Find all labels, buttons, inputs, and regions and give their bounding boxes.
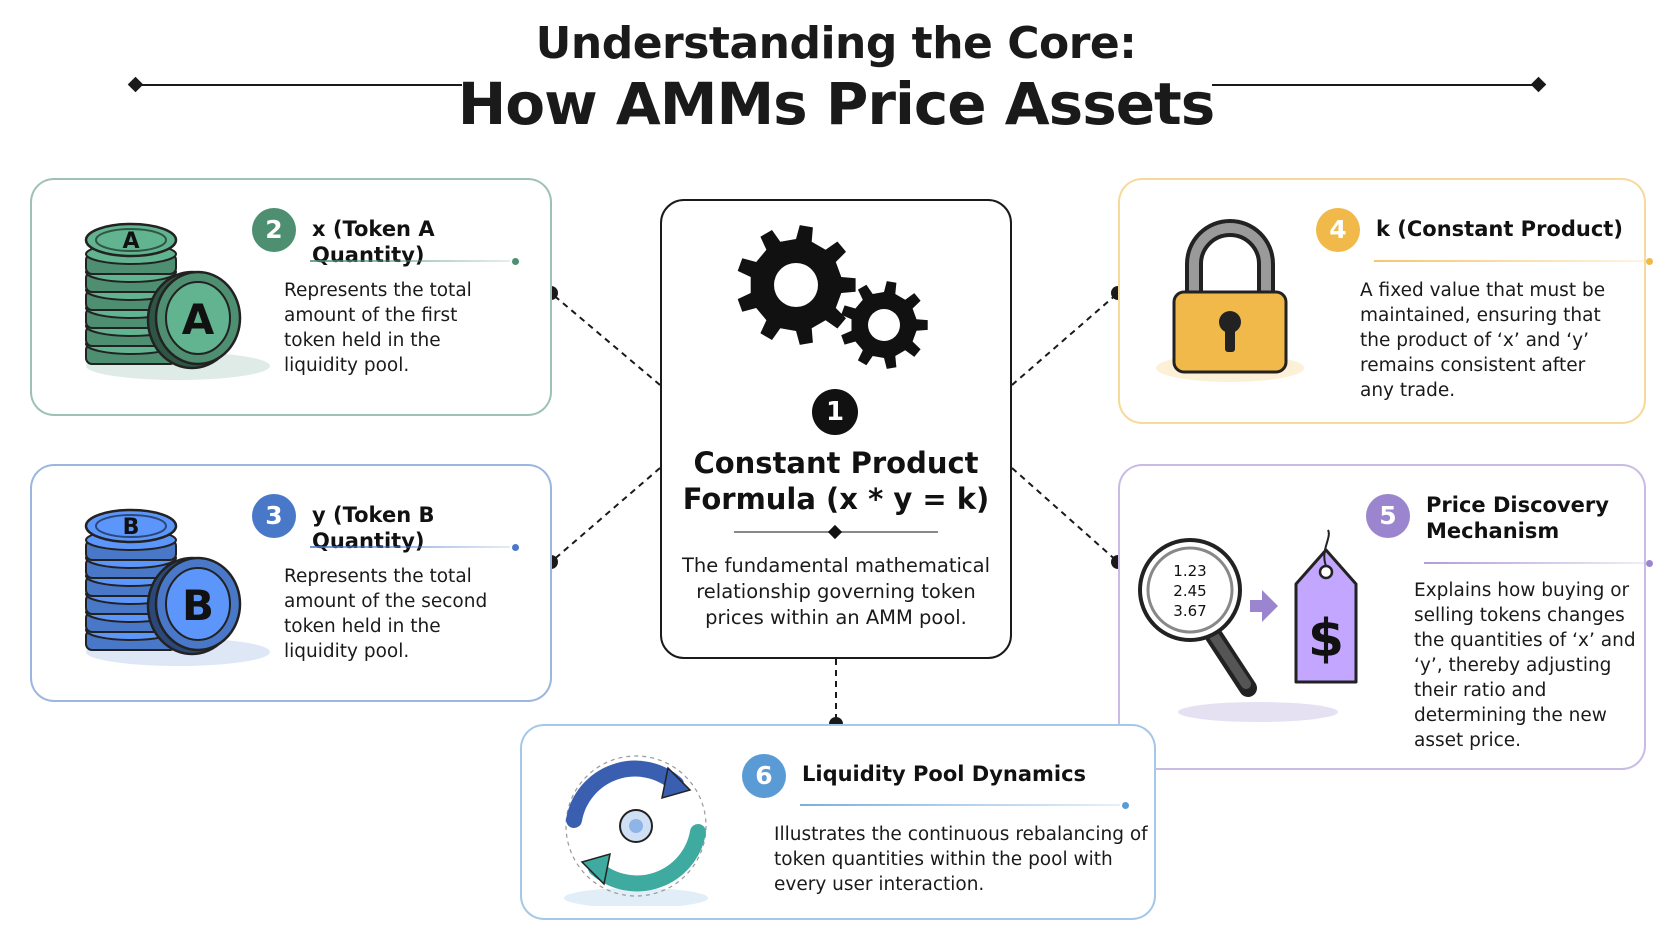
card-title: y (Token B Quantity) <box>312 502 550 554</box>
card-rule-dot <box>512 543 519 551</box>
card-description-line: amount of the first <box>284 305 458 326</box>
card-description-line: remains consistent after <box>1360 355 1586 376</box>
card-title-line: k (Constant Product) <box>1376 217 1623 241</box>
card-description-line: token held in the <box>284 616 441 637</box>
number-badge: 5 <box>1366 494 1410 538</box>
number-badge: 2 <box>252 208 296 252</box>
coin-front-letter: A <box>182 295 215 344</box>
card-description-line: token held in the <box>284 330 441 351</box>
card-description-line: every user interaction. <box>774 874 985 895</box>
card-description-line: token quantities within the pool with <box>774 849 1113 870</box>
card-description: A fixed value that must be maintained, en… <box>1360 278 1605 403</box>
card-rule <box>1374 260 1644 262</box>
card-title-line: Price Discovery <box>1426 493 1609 517</box>
magnifier-value: 3.67 <box>1173 602 1206 620</box>
card-description-line: any trade. <box>1360 380 1456 401</box>
card-description-line: determining the new <box>1414 705 1607 726</box>
card-title: k (Constant Product) <box>1376 216 1623 242</box>
center-card-constant-product: 1 Constant Product Formula (x * y = k) T… <box>660 199 1012 659</box>
card-description-line: asset price. <box>1414 730 1522 751</box>
card-rule <box>310 260 510 262</box>
padlock-icon <box>1156 219 1304 382</box>
card-description-line: amount of the second <box>284 591 488 612</box>
gears-icon <box>737 225 928 369</box>
center-description-line: prices within an AMM pool. <box>705 606 967 629</box>
coin-stack-b-icon: BB <box>84 508 270 666</box>
card-rule-dot <box>1122 801 1129 809</box>
magnifier-value: 1.23 <box>1173 562 1206 580</box>
center-title-line: Constant Product <box>693 446 979 480</box>
card-description-line: liquidity pool. <box>284 641 410 662</box>
card-description: Explains how buying or selling tokens cha… <box>1414 578 1636 753</box>
coin-stack-a-icon: AA <box>84 222 270 380</box>
number-badge: 3 <box>252 494 296 538</box>
card-title-line: y (Token B Quantity) <box>312 503 435 553</box>
card-title-line: x (Token A Quantity) <box>312 217 435 267</box>
card-title: x (Token A Quantity) <box>312 216 550 268</box>
magnifier-value: 2.45 <box>1173 582 1206 600</box>
card-description-line: ‘y’, thereby adjusting <box>1414 655 1612 676</box>
card-description-line: Represents the total <box>284 566 472 587</box>
card-description: Illustrates the continuous rebalancing o… <box>774 822 1148 897</box>
center-number-badge: 1 <box>812 389 858 435</box>
connector-token-a <box>550 292 661 386</box>
card-description-line: Explains how buying or <box>1414 580 1630 601</box>
center-diamond <box>827 524 843 540</box>
card-title: Liquidity Pool Dynamics <box>802 761 1086 787</box>
coin-front-letter: B <box>182 581 214 630</box>
card-title-line: Mechanism <box>1426 519 1560 543</box>
cycle-arrows-icon <box>564 755 708 906</box>
coin-top-letter: A <box>122 229 139 254</box>
card-description-line: selling tokens changes <box>1414 605 1625 626</box>
card-rule <box>310 546 510 548</box>
connector-price-discovery <box>1011 467 1119 563</box>
card-rule-dot <box>1646 257 1653 265</box>
title-line-2: How AMMs Price Assets <box>457 70 1216 138</box>
card-description: Represents the total amount of the second… <box>284 564 487 664</box>
card-description-line: liquidity pool. <box>284 355 410 376</box>
card-description-line: their ratio and <box>1414 680 1547 701</box>
connector-token-b <box>550 467 661 563</box>
card-description-line: Illustrates the continuous rebalancing o… <box>774 824 1148 845</box>
card-description-line: A fixed value that must be <box>1360 280 1606 301</box>
center-title: Constant Product Formula (x * y = k) <box>662 445 1010 517</box>
number-badge: 4 <box>1316 208 1360 252</box>
card-description-line: maintained, ensuring that <box>1360 305 1601 326</box>
price-symbol: $ <box>1308 609 1344 669</box>
center-title-line: Formula (x * y = k) <box>682 482 990 516</box>
card-rule <box>800 804 1120 806</box>
card-constant-k: 4 k (Constant Product) A fixed value that … <box>1118 178 1653 424</box>
card-rule-dot <box>512 257 519 265</box>
card-title-line: Liquidity Pool Dynamics <box>802 762 1087 786</box>
center-description-line: relationship governing token <box>696 580 976 603</box>
number-badge: 6 <box>742 754 786 798</box>
card-rule <box>1424 562 1644 564</box>
card-description-line: the product of ‘x’ and ‘y’ <box>1360 330 1589 351</box>
connector-constant-k <box>1011 292 1119 386</box>
magnifier-price-tag-icon: 1.23 2.45 3.67 $ <box>1138 529 1358 722</box>
card-description: Represents the total amount of the first t… <box>284 278 472 378</box>
center-description-line: The fundamental mathematical <box>682 554 990 577</box>
center-description: The fundamental mathematical relationshi… <box>672 553 1000 631</box>
card-rule-dot <box>1646 559 1653 567</box>
title-rule-left <box>134 84 462 86</box>
card-description-line: Represents the total <box>284 280 472 301</box>
title-line-1: Understanding the Core: <box>535 18 1137 69</box>
card-description-line: the quantities of ‘x’ and <box>1414 630 1636 651</box>
title-rule-right <box>1212 84 1540 86</box>
coin-top-letter: B <box>123 515 140 540</box>
